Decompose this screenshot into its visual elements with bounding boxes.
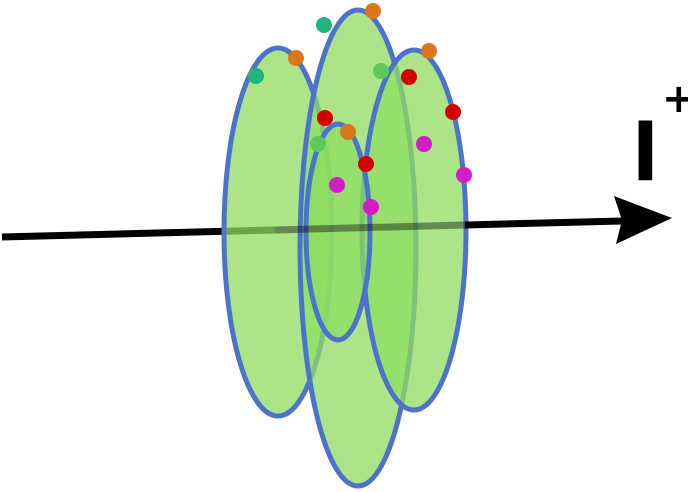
point-green [373,63,389,79]
point-red [445,104,461,120]
point-orange [421,43,437,59]
axis-label-superscript: + [662,76,688,122]
point-teal [248,68,264,84]
point-red [317,110,333,126]
point-magenta [416,136,432,152]
rim-points [248,3,472,215]
point-orange [288,50,304,66]
point-magenta [329,177,345,193]
axis-arrowhead [614,196,672,244]
axis-label: l [632,109,659,199]
point-magenta [363,199,379,215]
point-orange [340,124,356,140]
point-teal [316,17,332,33]
disk-small [303,121,373,343]
point-orange [365,3,381,19]
axis-line-inside [274,221,466,234]
disk-stack [221,7,469,489]
axis-line-front [464,217,623,229]
point-green [310,136,326,152]
point-magenta [456,167,472,183]
point-red [401,69,417,85]
point-red [358,156,374,172]
